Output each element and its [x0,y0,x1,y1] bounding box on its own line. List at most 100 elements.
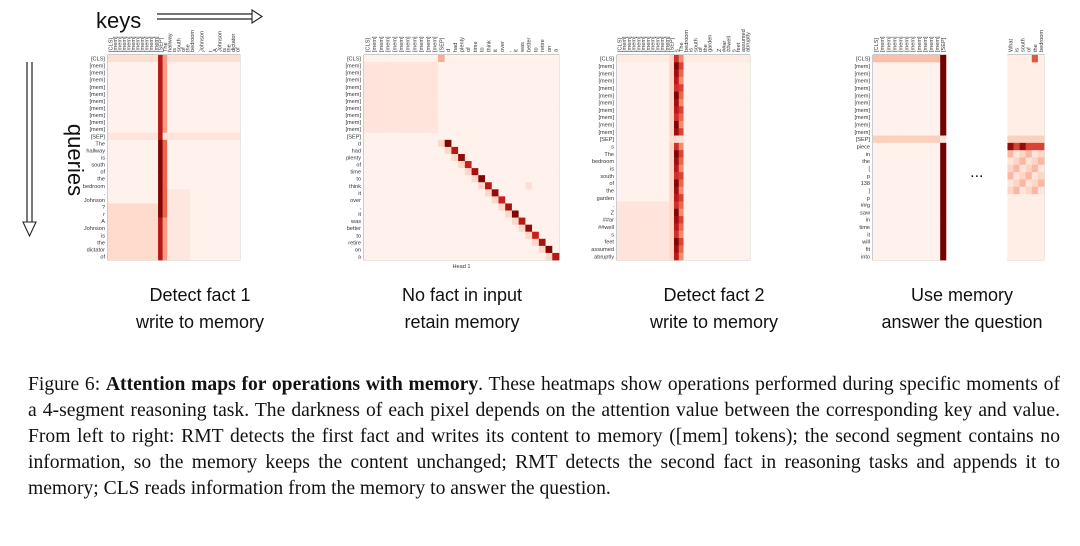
panel-3-cell [650,98,656,107]
panel-1-cell [112,76,118,84]
panel-2-cell [511,55,519,63]
panel-4-cell [1031,216,1039,224]
panel-4-cell [1025,106,1033,114]
panel-3-cell [735,91,741,100]
panel-1-cell [158,104,163,112]
panel-3-cell [716,120,722,129]
panel-3-cell [678,201,684,210]
panel-1-cell [153,175,159,183]
panel-2-cell [485,231,493,240]
panel-1-query-label: Johnson [84,226,105,232]
panel-1-cell [180,245,186,254]
panel-3-cell [697,172,703,180]
panel-2-cell [458,90,466,98]
panel-4-cell [940,84,947,92]
panel-2-cell [478,203,486,211]
panel-1-cell [194,69,200,77]
panel-2-cell [377,62,385,70]
panel-4-cell [940,208,947,217]
panel-3-cell [650,238,656,246]
panel-2-key-label: [mem] [426,36,432,52]
panel-3-cell [631,179,637,188]
panel-2-cell [491,104,499,112]
panel-1-cell [117,146,122,155]
panel-3-cell [678,84,684,92]
panel-1-cell [176,69,182,77]
panel-2-cell [451,139,459,148]
panel-4-cell [891,164,898,173]
panel-3-cell [716,113,722,122]
panel-1-cell [235,175,241,183]
panel-3-cell [721,245,727,253]
panel-3-cell [721,120,727,129]
panel-3-cell [669,62,675,70]
panel-3-cell [659,62,665,70]
panel-2-cell [498,111,506,119]
panel-1-cell [212,196,218,204]
panel-4-cell [940,179,947,188]
panel-3-cell [740,172,746,180]
panel-1-cell [126,146,132,155]
panel-2-cell [478,139,486,148]
panel-2-cell [390,62,398,70]
panel-2-cell [424,132,432,141]
panel-3-cell [693,164,699,173]
panel-3-cell [707,201,713,210]
panel-3-cell [631,208,637,217]
panel-2-cell [377,118,385,126]
panel-2-cell [370,168,378,176]
panel-4-cell [897,150,904,158]
panel-2-cell [538,189,546,197]
panel-2-cell [545,55,553,63]
panel-2-cell [397,55,405,63]
panel-4-cell [927,55,935,63]
panel-3-cell [621,164,627,173]
panel-2-cell [411,231,419,240]
panel-3-cell [726,179,732,188]
panel-3-cell [664,142,670,151]
panel-4-cell [891,76,898,85]
panel-2-query-label: plenty [346,156,361,162]
panel-2-cell [491,69,499,77]
panel-1-cell [144,175,150,183]
panel-2-cell [437,224,445,233]
panel-3-cell [645,179,651,188]
panel-2-key-label: [mem] [392,36,398,52]
panel-4-cell [1019,238,1026,246]
panel-3-cell [712,216,718,224]
panel-4-cell [927,179,935,188]
panel-3-cell [735,223,741,232]
panel-3-cell [716,216,722,224]
panel-2-cell [377,153,385,162]
panel-2-cell [397,111,405,119]
panel-3-cell [693,172,699,180]
panel-3-cell [640,238,646,246]
panel-3-cell [678,186,684,195]
panel-4-cell [921,157,929,166]
panel-1-cell [167,245,173,254]
panel-1-cell [230,203,236,211]
panel-1-cell [135,55,141,63]
panel-1-cell [217,118,223,126]
panel-2-cell [404,76,412,84]
panel-2-cell [552,203,560,211]
panel-1-query-label: is [101,156,105,162]
panel-1-cell [185,210,191,218]
panel-4-cell [940,194,947,202]
panel-4-cell [921,120,929,129]
panel-3-cell [669,201,675,210]
panel-3-cell [721,55,727,63]
panel-3-cell [731,84,737,92]
panel-1-cell [121,132,127,141]
panel-4-cell [1025,120,1033,129]
panel-3-cell [735,76,741,85]
panel-1-cell [171,210,177,218]
panel-4-cell [927,150,935,158]
panel-4-cell [927,62,935,70]
panel-3-cell [683,91,689,100]
panel-1-cell [126,252,132,261]
panel-4-cell [891,238,898,246]
panel-2-cell [478,189,486,197]
panel-2-cell [431,153,439,162]
panel-1-cell [121,210,127,218]
